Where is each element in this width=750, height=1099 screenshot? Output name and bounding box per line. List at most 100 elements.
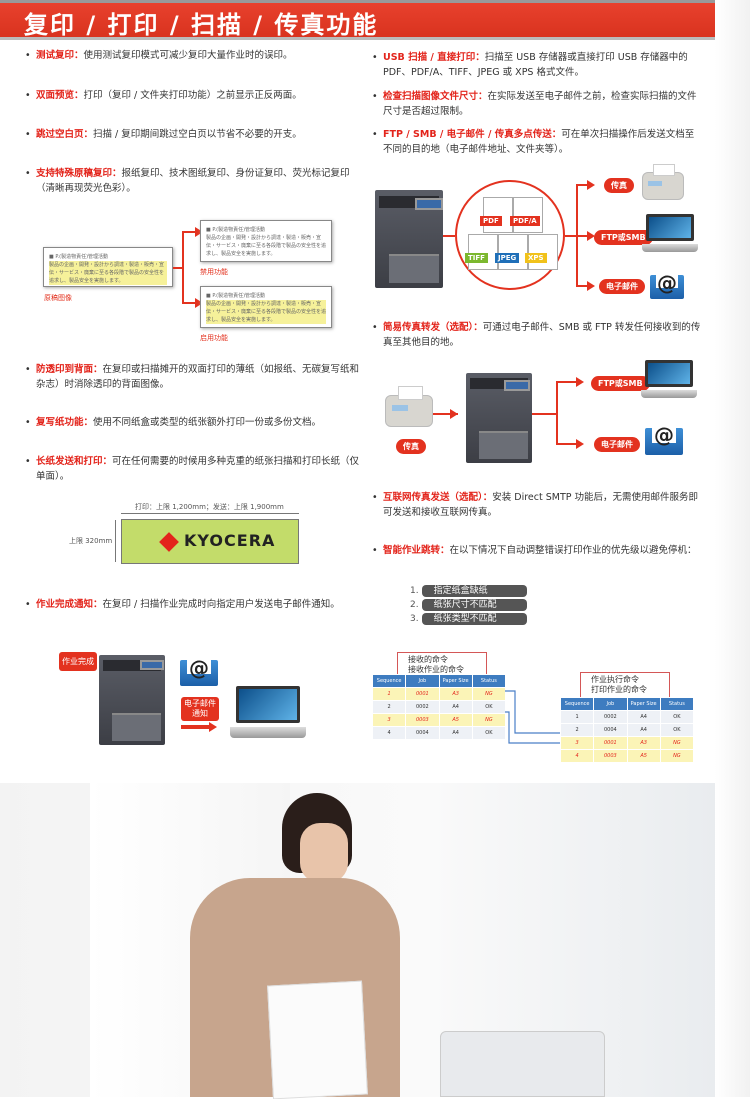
height-label: 上限 320mm <box>69 537 113 545</box>
page-edge <box>715 0 750 1097</box>
table-cell: A4 <box>626 723 661 737</box>
table-cell: NG <box>471 713 507 727</box>
feature-text: 可在任何需要的时候用多种克重的纸张扫描和打印长纸（仅单面）。 <box>36 456 360 482</box>
table-cell: 0004 <box>405 726 440 740</box>
connector <box>443 235 455 237</box>
table-cell: A4 <box>626 710 661 724</box>
email-icon: @ <box>180 653 218 686</box>
arrow-icon <box>195 298 203 308</box>
arrow-icon <box>576 439 584 449</box>
feature-long-paper: 长纸发送和打印：可在任何需要的时候用多种克重的纸张扫描和打印长纸（仅单面）。 <box>25 454 360 484</box>
job-done-badge: 作业完成 <box>59 652 97 671</box>
column-header: Sequence <box>371 674 407 688</box>
file-jpeg-icon: JPEG <box>495 234 528 270</box>
received-title-1: 接收的命令 <box>408 655 448 664</box>
table-cell: OK <box>471 726 507 740</box>
dest-email-label: 电子邮件 <box>594 437 640 452</box>
column-header: Job <box>405 674 440 688</box>
width-label: 打印：上限 1,200mm；发送：上限 1,900mm <box>135 503 284 511</box>
connector <box>576 184 588 186</box>
table-cell: 1 <box>559 710 595 724</box>
table-cell: OK <box>659 723 695 737</box>
printer-image <box>99 655 165 745</box>
email-icon: @ <box>650 269 684 299</box>
feature-fax-forward: 简易传真转发（选配）：可通过电子邮件、SMB 或 FTP 转发任何接收到的传真至… <box>372 320 702 350</box>
arrow-shaft <box>181 725 211 729</box>
feature-skip-blank: 跳过空白页：扫描 / 复印期间跳过空白页以节省不必要的开支。 <box>25 127 360 142</box>
feature-key: 智能作业跳转： <box>383 545 450 556</box>
column-header: Sequence <box>559 697 595 711</box>
step-3: 3.纸张类型不匹配 <box>410 613 527 625</box>
arrow-icon <box>587 180 595 190</box>
feature-key: 跳过空白页： <box>36 129 94 140</box>
brand-logo: KYOCERA <box>184 531 276 550</box>
column-header: Paper Size <box>626 697 661 711</box>
caption-enabled: 启用功能 <box>200 334 228 342</box>
feature-key: 支持特殊原稿复印： <box>36 168 122 179</box>
fax-image <box>385 385 433 427</box>
height-dimension-line <box>115 520 116 562</box>
dest-fax-label: 传真 <box>604 178 634 193</box>
connector <box>182 231 184 303</box>
table-cell: A3 <box>438 687 473 701</box>
connector <box>433 413 458 415</box>
feature-key: 检查扫描图像文件尺寸： <box>383 91 488 102</box>
printer-panel <box>504 380 530 391</box>
file-tiff-icon: TIFF <box>465 234 498 270</box>
table-cell: A5 <box>438 713 473 727</box>
connector <box>182 302 197 304</box>
fax-image <box>642 163 684 200</box>
title-bar: 复印 / 打印 / 扫描 / 传真功能 <box>0 0 715 40</box>
doc-body: 製品の企画・開発・設計から調達・製造・販売・宣伝・サービス・廃棄に至る各段階で製… <box>206 300 327 324</box>
feature-key: 测试复印： <box>36 50 84 61</box>
table-cell: 4 <box>559 749 595 763</box>
table-cell: 0001 <box>405 687 440 701</box>
table-cell: 3 <box>371 713 407 727</box>
printer-panel <box>140 660 164 670</box>
connector <box>576 285 588 287</box>
table-cell: 1 <box>371 687 407 701</box>
reorder-arrows <box>505 690 560 744</box>
formats-circle <box>455 180 565 290</box>
feature-text: 在以下情况下自动调整错误打印作业的优先级以避免停机： <box>449 545 697 556</box>
column-header: Job <box>593 697 628 711</box>
feature-special-originals: 支持特殊原稿复印：报纸复印、技术图纸复印、身份证复印、荧光标记复印（清晰再现荧光… <box>25 166 360 196</box>
table-cell: 0001 <box>593 736 628 750</box>
feature-test-copy: 测试复印：使用测试复印模式可减少复印大量作业时的误印。 <box>25 48 360 63</box>
feature-text: 打印（复印 / 文件夹打印功能）之前显示正反两面。 <box>83 90 302 101</box>
caption-disabled: 禁用功能 <box>200 268 228 276</box>
table-cell: 2 <box>371 700 407 714</box>
table-cell: A3 <box>626 736 661 750</box>
woman-with-document-photo <box>0 783 715 1099</box>
feature-duplex-preview: 双面预览：打印（复印 / 文件夹打印功能）之前显示正反两面。 <box>25 88 360 103</box>
feature-text: 可在单次扫描操作后发送文档至不同的目的地（电子邮件地址、文件夹等）。 <box>383 129 695 155</box>
feature-key: FTP / SMB / 电子邮件 / 传真多点传送： <box>383 129 562 140</box>
feature-key: 互联网传真发送（选配）： <box>383 492 493 503</box>
doc-title: ■ P.(製造物責任)管理活動 <box>206 293 266 299</box>
email-icon: @ <box>645 421 683 455</box>
table-cell: A4 <box>438 726 473 740</box>
table-cell: 0002 <box>593 710 628 724</box>
executed-title-2: 打印作业的命令 <box>591 685 647 694</box>
email-notify-badge: 电子邮件 通知 <box>181 697 219 721</box>
received-title-box: 接收的命令接收作业的命令 <box>397 652 487 678</box>
executed-title-1: 作业执行命令 <box>591 675 639 684</box>
feature-check-size: 检查扫描图像文件尺寸：在实际发送至电子邮件之前，检查实际扫描的文件尺寸是否超过限… <box>372 89 702 119</box>
connector <box>556 381 558 444</box>
column-header: Paper Size <box>438 674 473 688</box>
connector <box>532 413 557 415</box>
table-cell: OK <box>659 710 695 724</box>
table-cell: 4 <box>371 726 407 740</box>
dest-email-label: 电子邮件 <box>599 279 645 294</box>
feature-text: 在复印 / 扫描作业完成时向指定用户发送电子邮件通知。 <box>102 599 340 610</box>
printer-panel <box>415 198 443 210</box>
arrow-icon <box>587 281 595 291</box>
